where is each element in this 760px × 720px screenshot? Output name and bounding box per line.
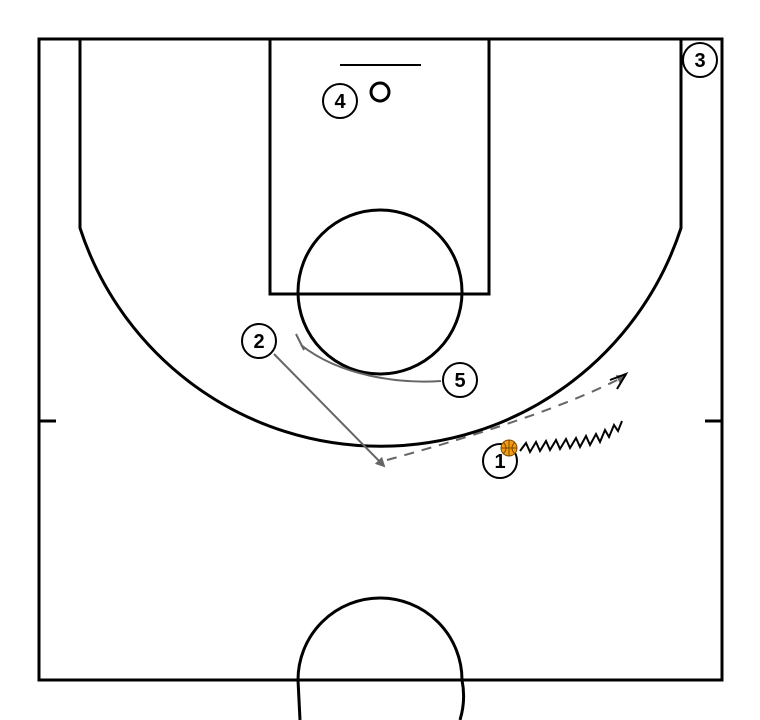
center-circle-lower [296,679,302,720]
three-point-line [78,39,683,448]
play-actions [273,333,629,468]
court-lines [37,37,724,720]
svg-text:3: 3 [694,50,705,72]
players: 1 2 3 4 5 [241,42,718,479]
player-2: 2 [241,323,277,359]
dribble-arrowhead [609,372,629,390]
player-5: 5 [442,362,478,398]
basket-rim [369,81,391,103]
pass-arrow [386,375,627,461]
dribble-arrow [519,420,623,455]
free-throw-circle [296,208,464,376]
basketball-icon [500,439,518,457]
cut-arrow [273,353,386,468]
svg-text:2: 2 [253,331,264,353]
svg-text:5: 5 [454,370,465,392]
paint-lane [268,37,491,296]
player-4: 4 [322,83,358,119]
player-3: 3 [682,42,718,78]
screen-line [300,344,442,383]
center-circle [296,596,466,720]
court-boundary [37,37,724,682]
screen-bar [295,333,305,351]
svg-text:4: 4 [334,91,346,113]
svg-text:1: 1 [494,451,505,473]
